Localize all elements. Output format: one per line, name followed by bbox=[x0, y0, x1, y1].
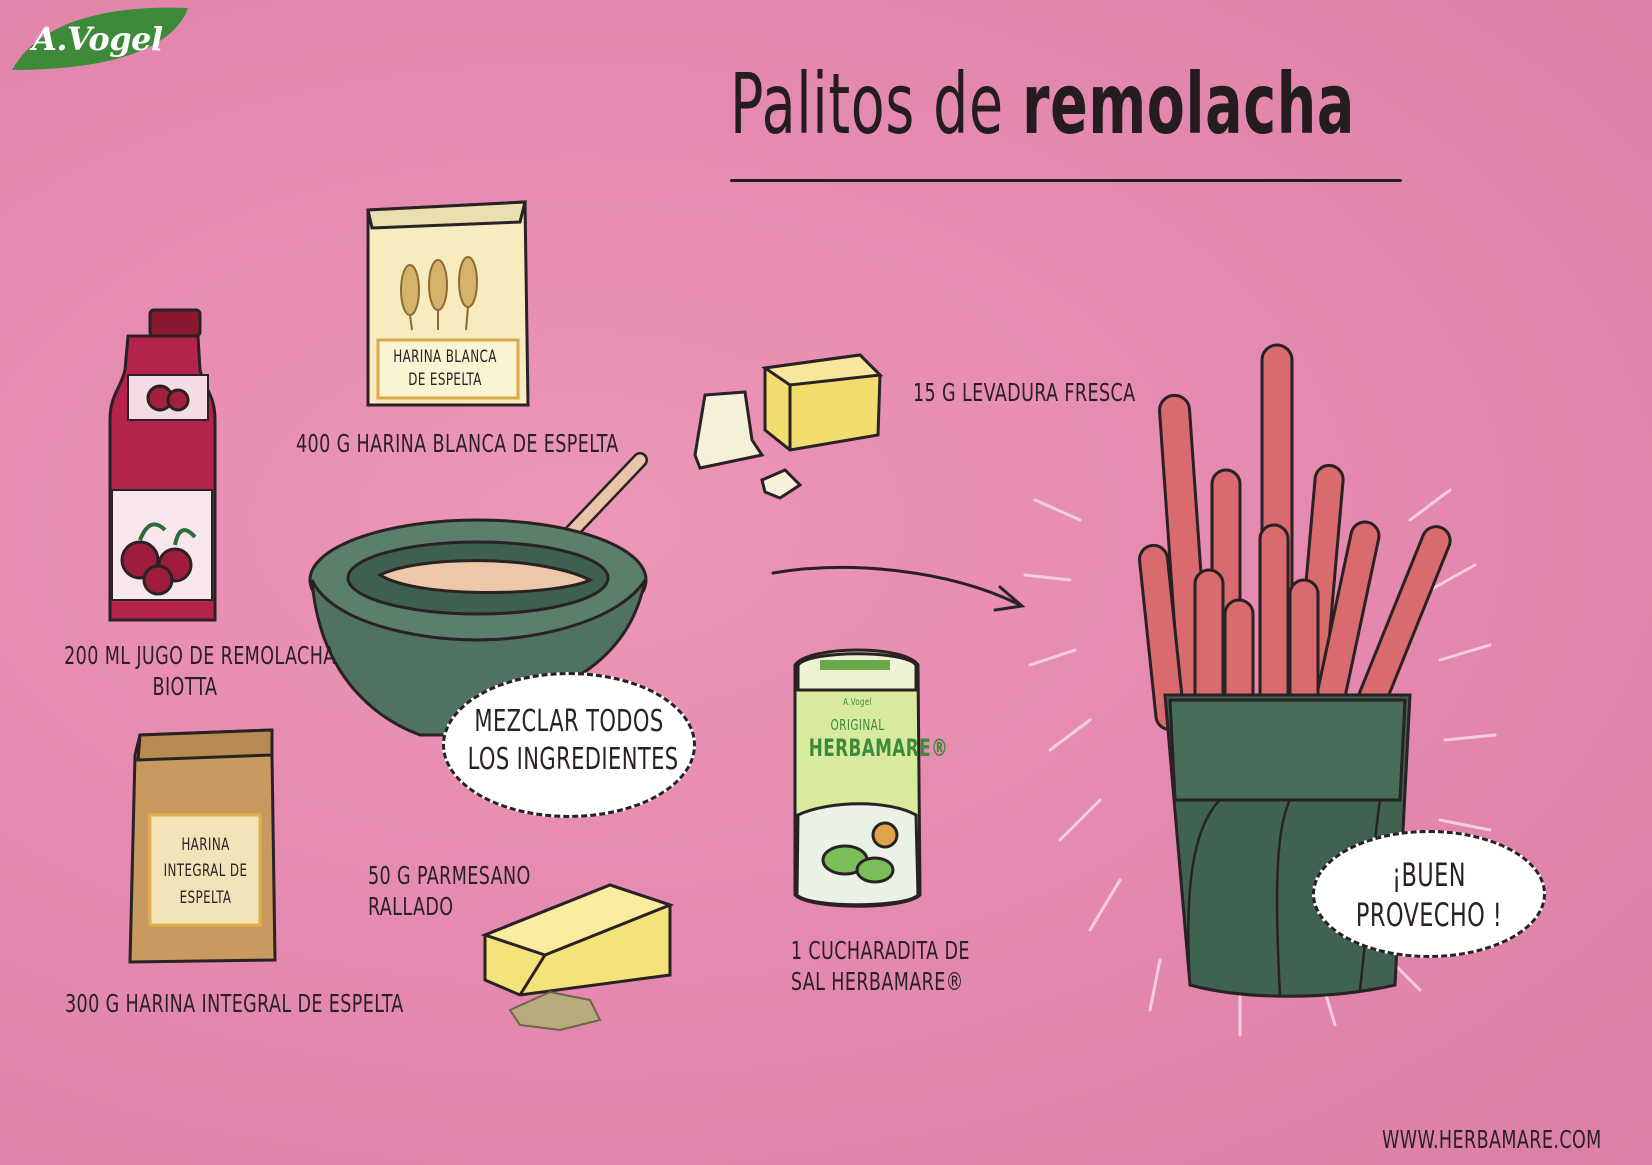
mixing-bowl bbox=[308, 452, 648, 737]
parmesan-line-1: 50 g Parmesano bbox=[368, 861, 531, 890]
herbamare-package-label: Original Herbamare® bbox=[808, 716, 949, 763]
herbamare-package-line-1: Original bbox=[830, 716, 885, 734]
whole-flour-package-line-1: Harina bbox=[181, 835, 230, 855]
closing-bubble: ¡Buen provecho ! bbox=[1312, 830, 1546, 958]
parmesan-line-2: rallado bbox=[368, 892, 454, 922]
parmesan-label: 50 g Parmesano rallado bbox=[368, 860, 531, 923]
closing-line-2: provecho ! bbox=[1355, 896, 1503, 934]
beet-juice-line-1: 200 ml jugo de remolacha bbox=[64, 641, 336, 670]
whole-flour-package-label: Harina integral de espelta bbox=[161, 832, 251, 911]
brand-logo: A.Vogel bbox=[8, 8, 192, 74]
closing-text: ¡Buen provecho ! bbox=[1340, 855, 1518, 935]
step-line-1: Mezclar todos bbox=[474, 704, 664, 739]
brand-logo-shape bbox=[12, 7, 188, 70]
step-bubble: Mezclar todos los ingredientes bbox=[442, 672, 696, 818]
website-link[interactable]: www.herbamare.com bbox=[1382, 1125, 1602, 1154]
herbamare-package bbox=[793, 648, 922, 908]
cheese-crumbs bbox=[693, 390, 803, 500]
yeast-label: 15 g levadura fresca bbox=[913, 378, 1136, 407]
white-flour-bag bbox=[366, 200, 530, 407]
parmesan-block bbox=[480, 883, 675, 1032]
white-flour-package-label: Harina blanca de espelta bbox=[390, 346, 499, 392]
white-flour-label: 400 g harina blanca de espelta bbox=[296, 429, 619, 458]
title-part-1: Palitos de bbox=[730, 55, 1004, 153]
beet-juice-label: 200 ml jugo de remolacha Biotta bbox=[64, 640, 336, 703]
herbamare-package-line-2: Herbamare® bbox=[808, 734, 949, 762]
step-line-2: los ingredientes bbox=[467, 741, 679, 777]
beet-juice-bottle bbox=[108, 308, 217, 622]
closing-line-1: ¡Buen bbox=[1392, 856, 1466, 894]
yeast-cube bbox=[760, 353, 884, 452]
brand-logo-text: A.Vogel bbox=[32, 20, 163, 58]
white-flour-package-line-1: Harina blanca bbox=[393, 347, 497, 367]
whole-flour-label: 300 g harina integral de espelta bbox=[65, 989, 404, 1018]
beet-sticks bbox=[1138, 343, 1452, 732]
title-underline bbox=[730, 179, 1402, 182]
arrow-icon bbox=[771, 566, 1026, 612]
title-part-2: remolacha bbox=[1022, 55, 1355, 153]
beet-juice-line-2: Biotta bbox=[152, 672, 218, 702]
white-flour-package-line-2: de espelta bbox=[408, 369, 482, 390]
step-text: Mezclar todos los ingredientes bbox=[467, 703, 679, 778]
whole-flour-package-line-3: espelta bbox=[179, 887, 232, 908]
whole-flour-package-line-2: integral de bbox=[163, 861, 248, 882]
page-title: Palitos de remolacha bbox=[730, 55, 1410, 195]
salt-label: 1 cucharadita de sal Herbamare® bbox=[790, 935, 970, 998]
herbamare-package-brand: A.Vogel bbox=[843, 697, 872, 708]
whole-flour-bag bbox=[128, 728, 277, 964]
salt-line-2: sal Herbamare® bbox=[790, 967, 964, 997]
salt-line-1: 1 cucharadita de bbox=[790, 936, 970, 965]
